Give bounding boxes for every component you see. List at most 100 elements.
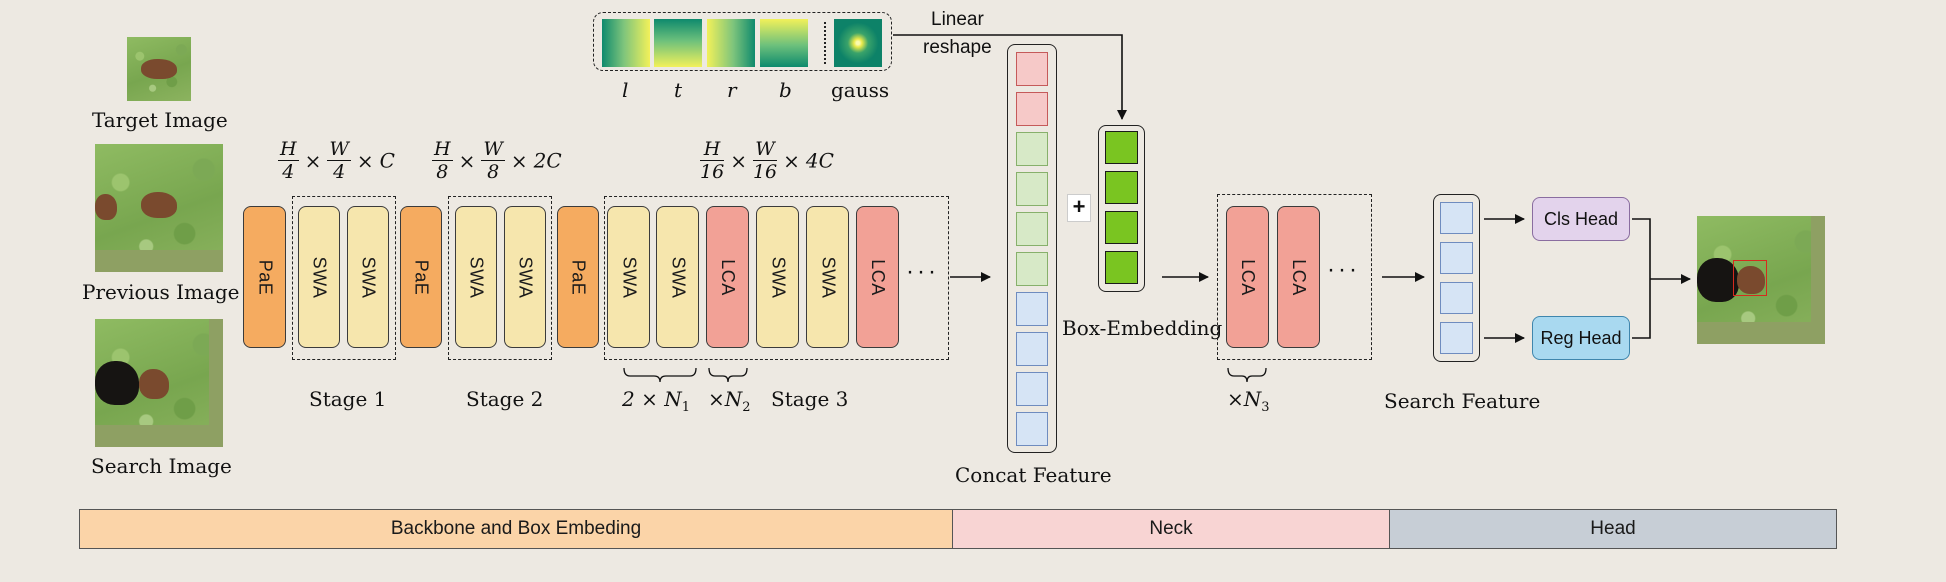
search-feature-cell xyxy=(1440,242,1473,274)
concat-cell xyxy=(1016,412,1048,446)
previous-image xyxy=(95,144,223,272)
swa-block: SWA xyxy=(504,206,546,348)
map-gauss xyxy=(834,19,882,67)
cls-head-box: Cls Head xyxy=(1532,197,1630,241)
concat-cell xyxy=(1016,172,1048,206)
bear-shape xyxy=(95,194,117,220)
brace-n3 xyxy=(1227,367,1267,383)
box-embedding-label: Box-Embedding xyxy=(1062,316,1223,340)
stage2-group xyxy=(448,196,552,360)
target-maps-group xyxy=(593,12,892,71)
map-r xyxy=(707,19,755,67)
map-l xyxy=(602,19,650,67)
cls-head-out-line xyxy=(1632,218,1651,339)
target-image xyxy=(127,37,191,101)
image-padding xyxy=(95,250,223,272)
search-feature-cell xyxy=(1440,202,1473,234)
lca-block: LCA xyxy=(856,206,899,348)
swa-block: SWA xyxy=(656,206,699,348)
backbone-ellipsis: ··· xyxy=(906,258,939,285)
reg-head-box: Reg Head xyxy=(1532,316,1630,360)
concat-cell xyxy=(1016,252,1048,286)
concat-feature-label: Concat Feature xyxy=(955,463,1112,487)
box-embedding-cell xyxy=(1105,171,1138,204)
stage1-label: Stage 1 xyxy=(309,387,387,411)
bear-shape xyxy=(141,192,177,218)
pae-block-2: PaE xyxy=(400,206,442,348)
swa-block: SWA xyxy=(347,206,389,348)
concat-cell xyxy=(1016,52,1048,86)
search-feature-label: Search Feature xyxy=(1384,389,1541,413)
neck-group xyxy=(1217,194,1372,360)
stage1-group xyxy=(292,196,396,360)
linear-label: Linear xyxy=(931,9,984,30)
brace-n1 xyxy=(623,367,697,383)
concat-cell xyxy=(1016,332,1048,366)
box-embedding-cell xyxy=(1105,211,1138,244)
n2-label: ×N2 xyxy=(708,387,751,415)
search-feature-column xyxy=(1433,194,1480,362)
bar-backbone: Backbone and Box Embeding xyxy=(79,509,953,549)
pae-block-1: PaE xyxy=(243,206,286,348)
bear-shape xyxy=(141,59,177,79)
map-label-b: b xyxy=(779,78,792,102)
search-image-label: Search Image xyxy=(91,454,232,478)
search-image xyxy=(95,319,223,447)
swa-block: SWA xyxy=(806,206,849,348)
n1-label: 2 × N1 xyxy=(622,387,690,415)
box-embedding-column xyxy=(1098,125,1145,292)
bar-neck: Neck xyxy=(952,509,1390,549)
brace-n2 xyxy=(708,367,748,383)
target-image-label: Target Image xyxy=(92,108,228,132)
reshape-label: reshape xyxy=(923,37,992,58)
map-label-t: t xyxy=(674,78,683,102)
plus-sign: + xyxy=(1067,194,1091,222)
box-embedding-cell xyxy=(1105,251,1138,284)
concat-feature-column xyxy=(1007,44,1057,453)
map-separator xyxy=(824,22,826,64)
bear-shape xyxy=(95,361,139,405)
map-label-l: l xyxy=(622,78,629,102)
concat-cell xyxy=(1016,132,1048,166)
swa-block: SWA xyxy=(756,206,799,348)
swa-block: SWA xyxy=(455,206,497,348)
image-padding xyxy=(1811,216,1825,344)
bounding-box xyxy=(1733,260,1767,296)
stage2-label: Stage 2 xyxy=(466,387,544,411)
n3-label: ×N3 xyxy=(1227,387,1270,415)
image-padding xyxy=(95,425,223,447)
bear-shape xyxy=(1697,258,1739,302)
stage3-label: Stage 3 xyxy=(771,387,849,411)
image-padding xyxy=(209,319,223,447)
bear-shape xyxy=(139,369,169,399)
neck-lca-block: LCA xyxy=(1277,206,1320,348)
swa-block: SWA xyxy=(298,206,340,348)
concat-cell xyxy=(1016,92,1048,126)
map-t xyxy=(654,19,702,67)
concat-cell xyxy=(1016,292,1048,326)
neck-lca-block: LCA xyxy=(1226,206,1269,348)
concat-cell xyxy=(1016,372,1048,406)
image-padding xyxy=(1697,322,1825,344)
map-label-gauss: gauss xyxy=(831,78,890,102)
bear-shape xyxy=(1737,266,1765,294)
swa-block: SWA xyxy=(607,206,650,348)
concat-cell xyxy=(1016,212,1048,246)
pae-block-3: PaE xyxy=(557,206,599,348)
output-image xyxy=(1697,216,1825,344)
bar-head: Head xyxy=(1389,509,1837,549)
search-feature-cell xyxy=(1440,282,1473,314)
lca-block: LCA xyxy=(706,206,749,348)
map-b xyxy=(760,19,808,67)
box-embedding-cell xyxy=(1105,131,1138,164)
neck-ellipsis: ··· xyxy=(1327,256,1360,283)
previous-image-label: Previous Image xyxy=(82,280,240,304)
search-feature-cell xyxy=(1440,322,1473,354)
stage3-group xyxy=(604,196,949,360)
reshape-arrow xyxy=(893,34,1127,120)
